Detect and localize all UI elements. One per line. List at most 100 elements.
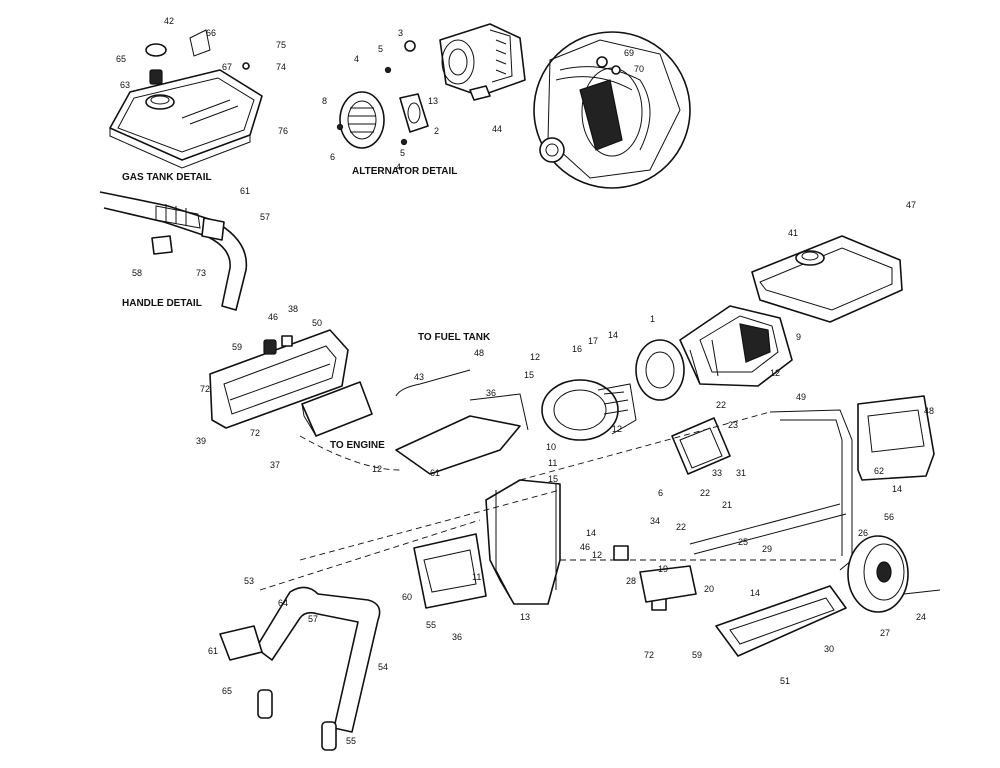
part-callout: 57 <box>260 212 270 222</box>
part-callout: 61 <box>240 186 250 196</box>
handle-bracket <box>219 625 263 661</box>
part-callout: 29 <box>762 544 772 554</box>
part-callout: 41 <box>788 228 798 238</box>
part-callout: 34 <box>650 516 660 526</box>
part-callout: 21 <box>722 500 732 510</box>
lower-bracket <box>413 533 487 609</box>
part-callout: 46 <box>580 542 590 552</box>
part-callout: 10 <box>546 442 556 452</box>
part-callout: 59 <box>692 650 702 660</box>
part-callout: 28 <box>626 576 636 586</box>
part-callout: 46 <box>268 312 278 322</box>
fuel-tank-main <box>751 235 903 323</box>
alternator-magnified-view <box>533 31 691 189</box>
part-callout: 12 <box>612 424 622 434</box>
part-callout: 14 <box>608 330 618 340</box>
part-callout: 2 <box>434 126 439 136</box>
part-callout: 55 <box>346 736 356 746</box>
part-callout: 17 <box>588 336 598 346</box>
handle-main <box>255 586 381 751</box>
gas-tank-detail <box>109 29 263 169</box>
caption-alternator-detail: ALTERNATOR DETAIL <box>352 166 457 177</box>
part-callout: 49 <box>796 392 806 402</box>
part-callout: 48 <box>924 406 934 416</box>
caption-to-fuel-tank: TO FUEL TANK <box>418 332 491 343</box>
part-callout: 69 <box>624 48 634 58</box>
part-callout: 5 <box>400 148 405 158</box>
part-callout: 11 <box>472 572 481 582</box>
part-callout: 19 <box>658 564 668 574</box>
part-callout: 51 <box>780 676 790 686</box>
part-callout: 20 <box>704 584 714 594</box>
part-callout: 73 <box>196 268 206 278</box>
part-callout: 16 <box>572 344 582 354</box>
part-callout: 63 <box>120 80 130 90</box>
part-callout: 55 <box>426 620 436 630</box>
handle-detail <box>99 191 248 311</box>
part-callout: 13 <box>520 612 530 622</box>
part-callout: 53 <box>244 576 254 586</box>
part-callout: 64 <box>278 598 288 608</box>
part-callout: 12 <box>372 464 382 474</box>
part-callout: 9 <box>796 332 801 342</box>
part-callout: 56 <box>884 512 894 522</box>
part-callout: 38 <box>288 304 298 314</box>
part-callout: 36 <box>452 632 462 642</box>
part-callout: 61 <box>208 646 218 656</box>
caption-handle-detail: HANDLE DETAIL <box>122 298 202 309</box>
part-callout: 58 <box>132 268 142 278</box>
part-callout: 60 <box>402 592 412 602</box>
part-callout: 6 <box>330 152 335 162</box>
part-callout: 48 <box>474 348 484 358</box>
part-callout: 61 <box>430 468 440 478</box>
left-end-panel <box>209 329 373 437</box>
part-callout: 74 <box>276 62 286 72</box>
part-callout: 65 <box>116 54 126 64</box>
part-callout: 14 <box>750 588 760 598</box>
engine-base-plate <box>395 393 529 475</box>
lower-right-bracket <box>715 585 847 657</box>
part-callout: 72 <box>644 650 654 660</box>
part-callout: 33 <box>712 468 722 478</box>
part-callout: 59 <box>232 342 242 352</box>
part-callout: 47 <box>906 200 916 210</box>
caption-gas-tank-detail: GAS TANK DETAIL <box>122 172 212 183</box>
wheel <box>847 535 941 613</box>
part-callout: 15 <box>548 474 558 484</box>
part-callout: 12 <box>770 368 780 378</box>
part-callout: 76 <box>278 126 288 136</box>
part-callout: 4 <box>354 54 359 64</box>
part-callout: 37 <box>270 460 280 470</box>
part-callout: 39 <box>196 436 206 446</box>
part-callout: 27 <box>880 628 890 638</box>
part-callout: 3 <box>398 28 403 38</box>
part-callout: 54 <box>378 662 388 672</box>
part-callout: 30 <box>824 644 834 654</box>
caption-to-engine: TO ENGINE <box>330 440 385 451</box>
control-panel <box>671 417 731 475</box>
part-callout: 70 <box>634 64 644 74</box>
frame <box>259 409 853 605</box>
part-callout: 6 <box>658 488 663 498</box>
part-callout: 12 <box>530 352 540 362</box>
part-callout: 1 <box>650 314 655 324</box>
part-callout: 67 <box>222 62 232 72</box>
right-end-panel <box>857 395 935 481</box>
part-callout: 75 <box>276 40 286 50</box>
part-callout: 24 <box>916 612 926 622</box>
part-callout: 15 <box>524 370 534 380</box>
part-callout: 62 <box>874 466 884 476</box>
part-callout: 4 <box>396 162 401 172</box>
part-callout: 65 <box>222 686 232 696</box>
handle-grip <box>257 689 273 719</box>
part-callout: 57 <box>308 614 318 624</box>
part-callout: 22 <box>700 488 710 498</box>
part-callout: 42 <box>164 16 174 26</box>
part-callout: 72 <box>200 384 210 394</box>
mount-isolator <box>613 545 629 561</box>
part-callout: 11 <box>548 458 557 468</box>
part-callout: 72 <box>250 428 260 438</box>
part-callout: 23 <box>728 420 738 430</box>
